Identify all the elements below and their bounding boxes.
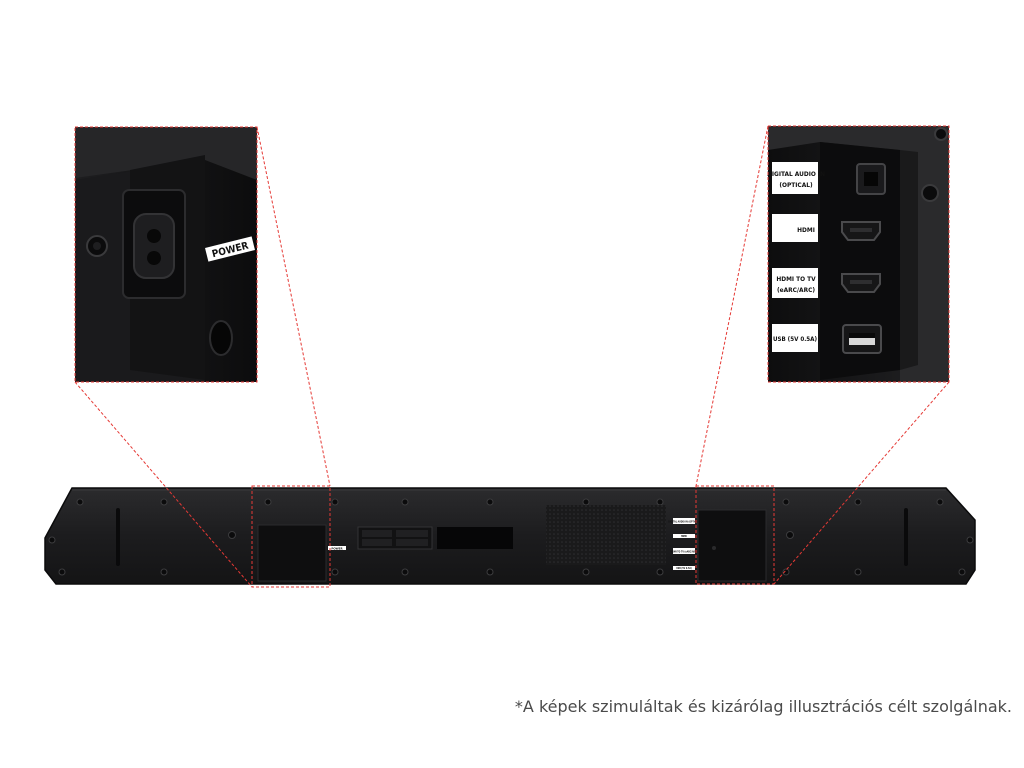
label-optical-line2: (OPTICAL) xyxy=(779,181,813,189)
port-tag-hdmi: HDMI xyxy=(681,535,687,538)
port-tags: DIGITAL AUDIO IN (OPTICAL) HDMI HDMI TO … xyxy=(668,518,700,570)
power-tag xyxy=(328,546,346,550)
power-socket-icon xyxy=(133,213,175,279)
port-labels: DIGITAL AUDIO IN (OPTICAL) HDMI HDMI TO … xyxy=(767,162,825,352)
left-zoom-frame xyxy=(74,126,258,383)
left-source-frame xyxy=(251,485,331,588)
label-hdmi: HDMI xyxy=(797,226,815,234)
rating-sticker xyxy=(437,527,513,549)
ports-compartment xyxy=(697,509,767,582)
power-label-box xyxy=(205,236,255,262)
label-usb: USB (5V 0.5A) xyxy=(773,336,818,343)
label-hdmi-tv-line2: (eARC/ARC) xyxy=(777,286,815,294)
power-tag-text: POWER xyxy=(331,547,343,551)
disclaimer-text: *A képek szimuláltak és kizárólag illusz… xyxy=(514,697,1012,716)
usb-port-icon xyxy=(842,324,882,354)
callout-lines xyxy=(74,125,950,588)
zoom-inset-power: POWER xyxy=(75,127,257,382)
right-groove xyxy=(904,508,908,566)
hdmi-port-icon xyxy=(841,221,881,241)
right-source-frame xyxy=(695,485,775,585)
soundbar: POWER DIGITAL AUDIO IN (OPTICAL) HDMI HD… xyxy=(44,487,976,585)
mounting-screws xyxy=(48,498,974,576)
cable-hole xyxy=(209,320,233,356)
port-tag-optical: DIGITAL AUDIO IN (OPTICAL) xyxy=(668,521,699,524)
ports-panel xyxy=(820,142,900,380)
port-tag-hdmi-tv: HDMI TO TV (eARC/ARC) xyxy=(671,551,698,554)
label-hdmi-tv-line1: HDMI TO TV xyxy=(776,275,816,283)
hdmi-tv-port-icon xyxy=(841,273,881,293)
rear-speaker-grille xyxy=(546,505,666,565)
screw-icon xyxy=(921,184,939,202)
left-groove xyxy=(116,508,120,566)
power-compartment xyxy=(257,524,327,582)
label-optical-line1: DIGITAL AUDIO IN xyxy=(767,170,825,178)
right-zoom-frame xyxy=(767,125,950,383)
zoom-inset-ports: DIGITAL AUDIO IN (OPTICAL) HDMI HDMI TO … xyxy=(767,126,949,382)
port-tag-usb: USB (5V 0.5A) xyxy=(676,567,692,570)
